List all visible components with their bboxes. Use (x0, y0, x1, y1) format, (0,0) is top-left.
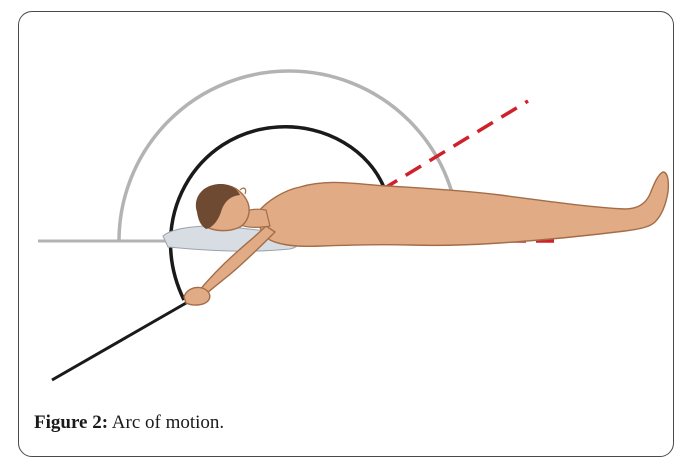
figure-label: Figure 2: (34, 412, 108, 433)
body (258, 172, 669, 246)
rod-line (52, 295, 200, 380)
figure-caption: Figure 2: Arc of motion. (34, 412, 224, 434)
figure-caption-text: Arc of motion. (112, 412, 224, 433)
hand (184, 287, 210, 305)
